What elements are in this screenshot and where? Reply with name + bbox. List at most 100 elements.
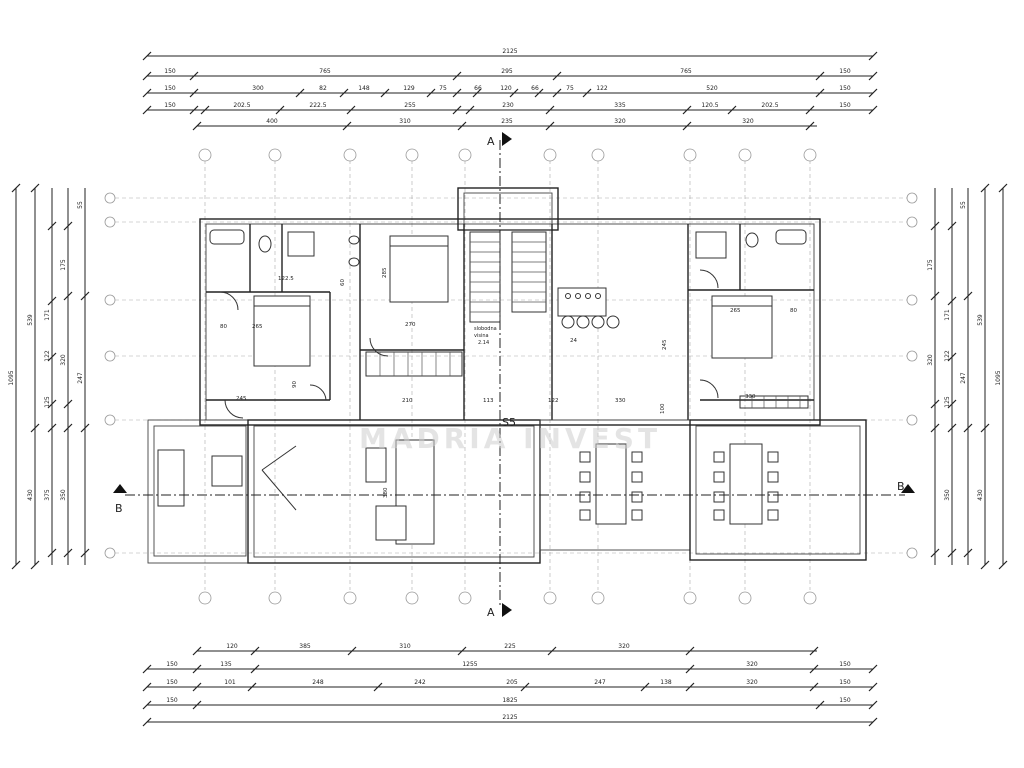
dim-bottom-r3-1: 150 xyxy=(166,679,178,686)
dim-bottom-r2-1: 150 xyxy=(166,661,178,668)
dining-table xyxy=(729,443,763,525)
dim-interior: 122.5 xyxy=(278,276,294,282)
dim-right-1: 539 xyxy=(977,314,984,326)
dining-table xyxy=(595,443,627,525)
grid-bubble xyxy=(104,414,116,426)
dim-left-total: 1095 xyxy=(8,370,15,385)
dim-interior: 210 xyxy=(402,398,413,404)
section-label-a-bottom: A xyxy=(487,606,495,619)
sink xyxy=(348,235,360,245)
dim-top-r4-6: 335 xyxy=(614,102,626,109)
bathtub xyxy=(775,229,807,245)
dim-left-6: 247 xyxy=(77,372,84,384)
grid-bubble xyxy=(198,148,212,162)
grid-bubble xyxy=(906,216,918,228)
double-bed xyxy=(711,295,773,359)
dim-interior: 265 xyxy=(730,308,741,314)
grid-bubble xyxy=(906,350,918,362)
grid-bubble xyxy=(104,192,116,204)
toilet xyxy=(745,232,759,248)
dim-interior: 245 xyxy=(662,339,668,350)
dim-right-total: 1095 xyxy=(995,370,1002,385)
section-arrow-icon xyxy=(502,132,512,146)
dim-interior: 122 xyxy=(548,398,559,404)
dim-left-9: 350 xyxy=(60,489,67,501)
dim-bottom-r2-3: 1255 xyxy=(462,661,477,668)
grid-bubble xyxy=(343,148,357,162)
dim-right-3: 122 xyxy=(944,350,951,362)
section-label-b-right: B xyxy=(897,480,905,493)
grid-bubble xyxy=(906,192,918,204)
dim-right-5: 350 xyxy=(944,489,951,501)
dim-top-r3-1: 150 xyxy=(164,85,176,92)
dim-bottom-r3-9: 150 xyxy=(839,679,851,686)
coffee-table xyxy=(365,447,387,483)
dim-top-r2-5: 150 xyxy=(839,68,851,75)
section-label-a-top: A xyxy=(487,135,495,148)
dim-top-r4-1: 150 xyxy=(164,102,176,109)
dim-bottom-r1-2: 385 xyxy=(299,643,311,650)
grid-bubble xyxy=(906,414,918,426)
dim-right-2: 171 xyxy=(944,309,951,321)
grid-bubble xyxy=(543,148,557,162)
grid-bubble xyxy=(591,591,605,605)
dim-bottom-r4-3: 150 xyxy=(839,697,851,704)
bottom-dimension-chains: 120 385 310 225 320 150 135 1255 320 150… xyxy=(142,643,878,727)
dim-interior: 90 xyxy=(292,381,298,388)
left-dimension-chains: 1095 539 430 171 122 375 125 320 350 175… xyxy=(8,183,90,570)
dim-top-r5-3: 235 xyxy=(501,118,513,125)
dim-interior: 113 xyxy=(483,398,494,404)
dim-left-2: 171 xyxy=(44,309,51,321)
stair-note-line2: visina xyxy=(474,333,489,339)
dim-top-r4-5: 230 xyxy=(502,102,514,109)
grid-bubble xyxy=(268,148,282,162)
grid-bubble xyxy=(104,350,116,362)
grid-bubble xyxy=(458,591,472,605)
dim-right-4: 320 xyxy=(927,354,934,366)
dim-top-r4-7: 120.5 xyxy=(701,102,718,109)
dim-top-r3-8: 120 xyxy=(500,85,512,92)
dim-left-3: 122 xyxy=(44,350,51,362)
dim-top-r3-6: 75 xyxy=(439,85,447,92)
dim-bottom-r2-5: 150 xyxy=(839,661,851,668)
section-arrow-icon xyxy=(113,484,127,493)
dim-top-r3-5: 129 xyxy=(403,85,415,92)
grid-bubble xyxy=(906,547,918,559)
dim-bottom-r2-4: 320 xyxy=(746,661,758,668)
dim-right-7: 247 xyxy=(960,372,967,384)
side-table xyxy=(211,455,243,487)
dim-top-r3-13: 150 xyxy=(839,85,851,92)
section-markers: A A B B S5 xyxy=(113,132,915,619)
dim-left-430: 430 xyxy=(27,489,34,501)
staircase: slobodna visina 2.14 xyxy=(469,231,547,346)
bathtub xyxy=(209,229,245,245)
dim-interior: 380 xyxy=(383,487,389,498)
section-label-s5: S5 xyxy=(502,416,516,429)
dim-right-8: 125 xyxy=(944,396,951,408)
dim-top-r5-4: 320 xyxy=(614,118,626,125)
interior-dimensions: 122.5 265 80 270 245 210 113 122 330 265… xyxy=(220,267,797,498)
dim-bottom-r3-5: 205 xyxy=(506,679,518,686)
dim-interior: 100 xyxy=(660,403,666,414)
double-bed xyxy=(253,295,311,367)
dim-top-r3-11: 122 xyxy=(596,85,608,92)
dim-left-10: 175 xyxy=(60,259,67,271)
shower xyxy=(695,231,727,259)
dim-bottom-r3-7: 138 xyxy=(660,679,672,686)
dim-left-1: 539 xyxy=(27,314,34,326)
grid-bubble xyxy=(268,591,282,605)
dim-interior: 285 xyxy=(382,267,388,278)
dim-bottom-r4-2: 1825 xyxy=(502,697,517,704)
structural-grid xyxy=(104,148,918,605)
grid-bubble xyxy=(198,591,212,605)
dim-top-r2-2: 765 xyxy=(319,68,331,75)
dim-interior: 60 xyxy=(340,279,346,286)
dim-top-r2-1: 150 xyxy=(164,68,176,75)
stair-note-line3: 2.14 xyxy=(478,340,489,346)
dim-bottom-r1-4: 225 xyxy=(504,643,516,650)
dim-top-r4-2: 202.5 xyxy=(233,102,250,109)
dim-interior: 80 xyxy=(220,324,227,330)
grid-bubble xyxy=(104,294,116,306)
dim-top-r5-2: 310 xyxy=(399,118,411,125)
